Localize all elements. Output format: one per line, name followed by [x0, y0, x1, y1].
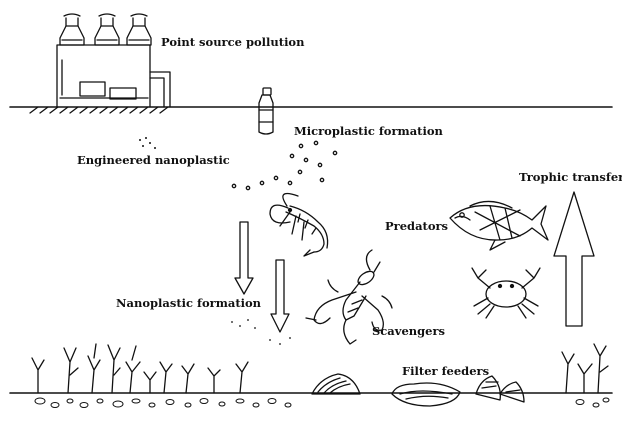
- mussel-icon: [312, 374, 360, 394]
- label-filter-feeders: Filter feeders: [402, 366, 489, 378]
- microplastic-particles: [232, 141, 336, 189]
- label-engineered-nanoplastic: Engineered nanoplastic: [77, 155, 230, 167]
- crab-icon: [472, 268, 540, 318]
- label-microplastic-formation: Microplastic formation: [294, 126, 443, 138]
- label-point-source-pollution: Point source pollution: [161, 37, 304, 49]
- snail-icon: [476, 376, 524, 402]
- bottle-icon: [259, 88, 273, 134]
- nanoplastic-specks: [231, 319, 291, 345]
- oyster-icon: [392, 383, 460, 406]
- sediment-pebbles: [35, 398, 609, 408]
- seaweed-icon: [562, 344, 608, 393]
- down-arrow-icon: [271, 260, 289, 332]
- label-nanoplastic-formation: Nanoplastic formation: [116, 298, 261, 310]
- engineered-nanoplastic-dots: [139, 137, 156, 149]
- label-trophic-transfer: Trophic transfer: [519, 172, 622, 184]
- up-arrow-icon: [554, 192, 594, 326]
- label-scavengers: Scavengers: [372, 326, 445, 338]
- fish-icon: [450, 201, 548, 250]
- down-arrow-icon: [235, 222, 253, 294]
- shrimp-icon: [270, 194, 328, 256]
- seaweed-icon: [32, 344, 248, 393]
- factory-icon: [30, 14, 170, 113]
- label-predators: Predators: [385, 221, 448, 233]
